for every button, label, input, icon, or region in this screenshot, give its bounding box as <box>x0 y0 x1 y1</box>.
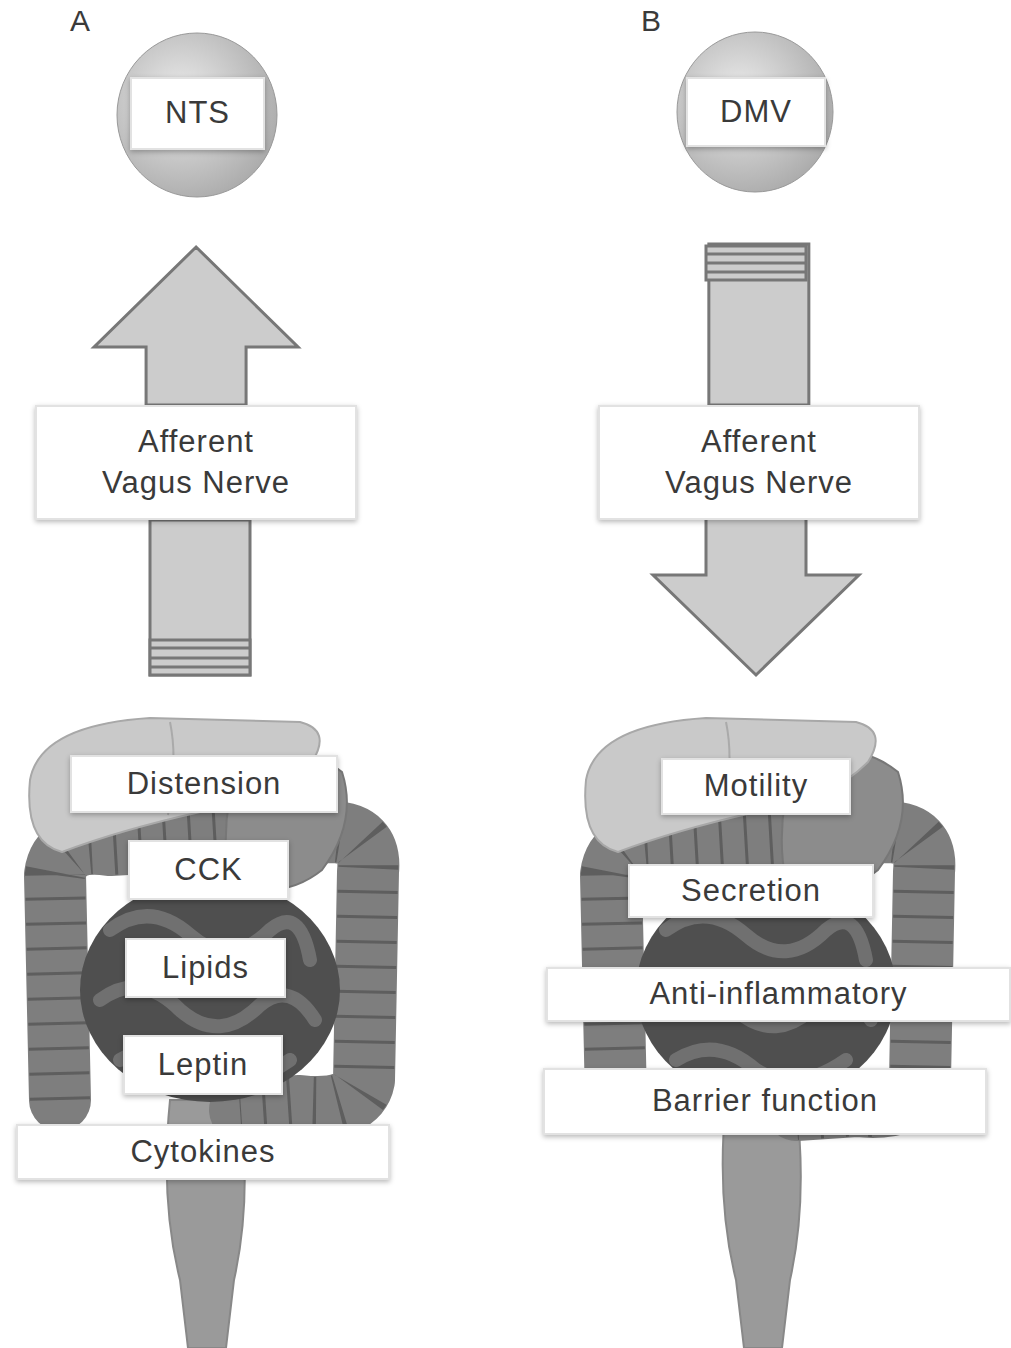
node-text: Distension <box>127 764 282 804</box>
panel-letter: A <box>70 6 90 36</box>
brain-nucleus <box>117 33 277 197</box>
node-text: Barrier function <box>652 1081 878 1121</box>
effect-box: Anti-inflammatory <box>546 967 1011 1022</box>
nerve-label-box: Afferent Vagus Nerve <box>598 405 920 520</box>
node-text: Anti-inflammatory <box>649 974 907 1014</box>
stripe <box>706 262 806 265</box>
node-text: NTS <box>165 93 230 133</box>
node-text: Leptin <box>158 1045 248 1085</box>
node-text: Afferent Vagus Nerve <box>96 422 296 503</box>
arrow-tail <box>150 640 250 675</box>
node-text: Afferent Vagus Nerve <box>659 422 859 503</box>
node-text: Secretion <box>681 871 821 911</box>
nucleus-box: DMV <box>686 77 826 147</box>
stripe <box>150 657 250 660</box>
arrow-tail <box>706 246 806 280</box>
arrow-head <box>653 520 859 675</box>
nucleus-box: NTS <box>130 77 265 150</box>
stripe <box>706 253 806 256</box>
signal-box: Leptin <box>123 1035 283 1095</box>
stripe <box>150 647 250 650</box>
stripe <box>150 666 250 669</box>
node-text: CCK <box>174 850 242 890</box>
nerve-arrow <box>94 247 298 405</box>
signal-box: Distension <box>70 755 338 813</box>
effect-box: Barrier function <box>543 1068 987 1135</box>
node-text: Motility <box>704 766 808 806</box>
panel-letter: B <box>641 6 661 36</box>
node-text: Lipids <box>162 948 249 988</box>
brain-nucleus <box>677 32 833 192</box>
stripe <box>706 271 806 274</box>
nerve-label-box: Afferent Vagus Nerve <box>35 405 357 520</box>
effect-box: Motility <box>661 758 851 815</box>
signal-box: Cytokines <box>16 1124 390 1180</box>
signal-box: CCK <box>128 840 289 900</box>
signal-box: Lipids <box>125 938 286 998</box>
gut-illustration <box>585 718 924 1348</box>
node-text: Cytokines <box>130 1132 275 1172</box>
gut-illustration <box>29 718 368 1348</box>
arrow-shaft <box>150 520 250 675</box>
effect-box: Secretion <box>628 864 874 918</box>
node-text: DMV <box>720 92 792 132</box>
